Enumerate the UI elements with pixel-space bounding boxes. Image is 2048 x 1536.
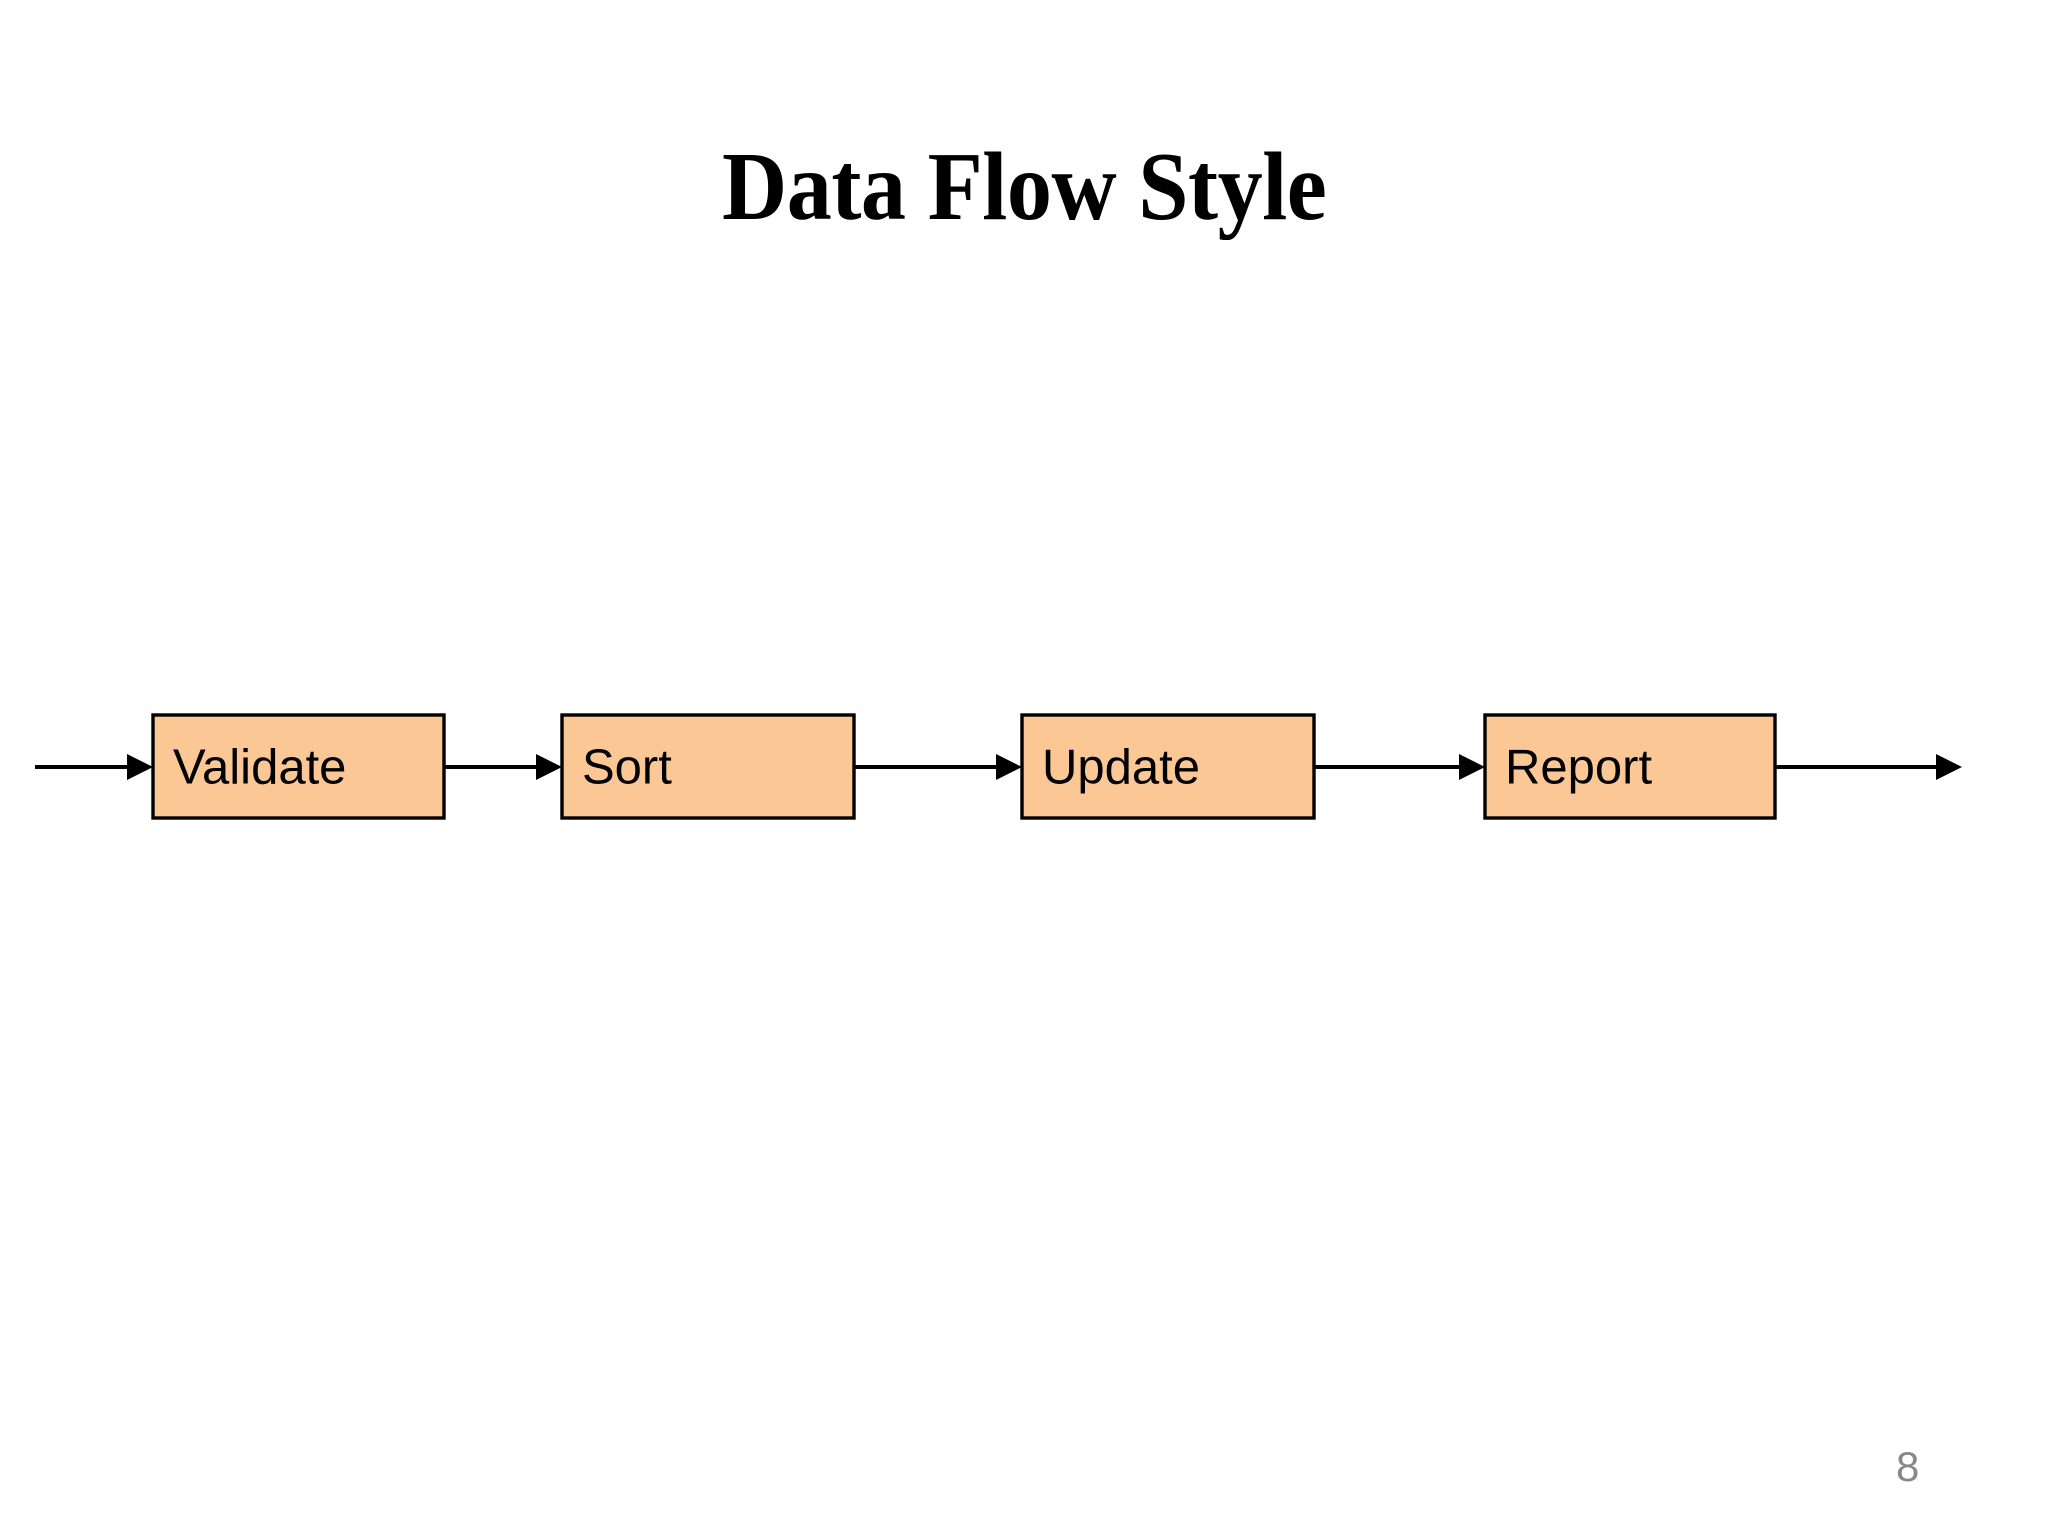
- process-box-label: Sort: [582, 741, 672, 795]
- process-box-report[interactable]: Report: [1483, 713, 1777, 820]
- output-arrow-head: [1936, 754, 1962, 780]
- process-box-rect: [560, 713, 856, 820]
- process-box-label: Update: [1042, 741, 1200, 795]
- process-box-rect: [151, 713, 446, 820]
- process-box-update[interactable]: Update: [1020, 713, 1316, 820]
- process-box-rect: [1483, 713, 1777, 820]
- input-arrow-head: [127, 754, 153, 780]
- validate-to-sort-arrow-head: [536, 754, 562, 780]
- page-title: Data Flow Style: [722, 133, 1327, 240]
- sort-to-update-arrow-head: [996, 754, 1022, 780]
- data-flow-diagram-svg: Validate Sort Update Report: [35, 713, 1962, 820]
- page-number: 8: [1896, 1443, 1920, 1490]
- process-box-label: Validate: [173, 741, 346, 795]
- data-flow-diagram: Validate Sort Update Report: [0, 690, 2048, 850]
- process-boxes-group: Validate Sort Update Report: [151, 713, 1777, 820]
- update-to-report-arrow-head: [1459, 754, 1485, 780]
- process-box-sort[interactable]: Sort: [560, 713, 856, 820]
- connectors-group: [35, 754, 1962, 780]
- process-box-validate[interactable]: Validate: [151, 713, 446, 820]
- process-box-label: Report: [1505, 741, 1652, 795]
- process-box-rect: [1020, 713, 1316, 820]
